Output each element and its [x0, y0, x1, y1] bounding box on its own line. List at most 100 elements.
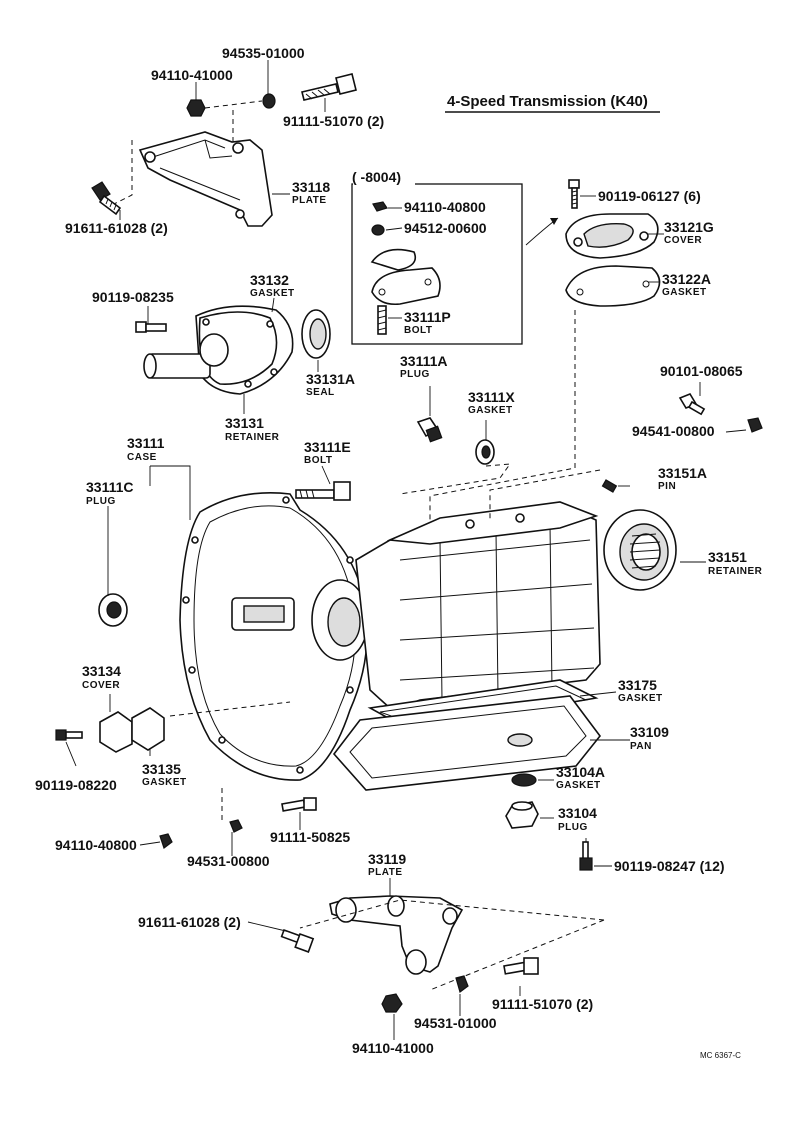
nut-94110-41000-top	[186, 99, 206, 117]
part-name-label: GASKET	[142, 777, 187, 788]
drawing-code: MC 6367-C	[700, 1051, 741, 1060]
part-labels: 94535-01000 94110-41000 91111-51070 (2) …	[35, 45, 763, 1056]
part-number-label: 33109	[630, 724, 669, 740]
bolt-91611-61028-top	[91, 181, 122, 216]
part-name-label: GASKET	[662, 287, 707, 298]
part-number-label: 90119-08220	[35, 777, 117, 793]
bolt-90119-08235	[135, 321, 167, 333]
part-number-label: 94110-40800	[404, 199, 486, 215]
gasket-33104a	[511, 773, 537, 787]
part-number-label: 94535-01000	[222, 45, 305, 61]
part-number-label: 33134	[82, 663, 121, 679]
washer-94541-00800	[747, 417, 763, 433]
part-number-label: 90101-08065	[660, 363, 743, 379]
part-number-label: 33119	[368, 851, 406, 867]
pin-33151a	[601, 479, 618, 493]
part-name-label: PLUG	[558, 822, 588, 833]
part-number-label: 94531-00800	[187, 853, 270, 869]
inset-box: ( -8004)	[351, 169, 523, 345]
part-name-label: COVER	[82, 680, 120, 691]
part-number-label: 33132	[250, 272, 289, 288]
part-name-label: BOLT	[404, 325, 432, 336]
part-name-label: RETAINER	[225, 432, 280, 443]
nut-94110-40800-bottom	[159, 833, 173, 849]
part-name-label: PLATE	[292, 195, 327, 206]
top-gasket-part	[565, 265, 661, 307]
bolt-90119-06127	[568, 179, 580, 209]
part-number-label: 94110-41000	[352, 1040, 434, 1056]
part-number-label: 33111E	[304, 439, 351, 455]
plug-33104	[505, 801, 539, 829]
leader-lines	[65, 60, 747, 1040]
bolt-90101-08065	[678, 393, 706, 416]
gasket-33111x	[475, 439, 495, 465]
bolt-33111e	[295, 481, 351, 501]
part-number-label: 91111-51070 (2)	[283, 113, 384, 129]
part-number-label: 94110-40800	[55, 837, 137, 853]
part-number-label: 33131A	[306, 371, 355, 387]
bolt-91111-51070-top	[301, 73, 357, 101]
washer-94531-01000	[455, 975, 469, 994]
plug-33111a	[416, 417, 443, 443]
part-number-label: 33111X	[468, 389, 515, 405]
part-name-label: GASKET	[468, 405, 513, 416]
inset-label: ( -8004)	[352, 169, 401, 185]
part-number-label: 94541-00800	[632, 423, 715, 439]
transmission-case-part	[179, 492, 601, 781]
diagram-title: 4-Speed Transmission (K40)	[447, 93, 648, 110]
part-name-label: PLUG	[86, 496, 116, 507]
part-number-label: 90119-08247 (12)	[614, 858, 725, 874]
top-cover-part	[565, 213, 659, 259]
part-name-label: GASKET	[556, 780, 601, 791]
bolt-90119-08220	[55, 729, 83, 741]
part-number-label: 91611-61028 (2)	[138, 914, 241, 930]
part-number-label: 33151	[708, 549, 747, 565]
nut-94110-41000-bottom	[381, 993, 403, 1013]
part-number-label: 33118	[292, 179, 330, 195]
bolt-91611-61028-bottom	[280, 928, 315, 953]
bolt-91111-50825	[281, 797, 317, 812]
part-number-label: 91611-61028 (2)	[65, 220, 168, 236]
lower-plate-part	[329, 895, 464, 975]
part-number-label: 94512-00600	[404, 220, 487, 236]
part-number-label: 91111-51070 (2)	[492, 996, 593, 1012]
part-number-label: 91111-50825	[270, 829, 350, 845]
part-number-label: 90119-06127 (6)	[598, 188, 701, 204]
part-number-label: 33121G	[664, 219, 714, 235]
part-name-label: GASKET	[250, 288, 295, 299]
rear-retainer-part	[603, 509, 677, 591]
part-name-label: GASKET	[618, 693, 663, 704]
part-name-label: SEAL	[306, 387, 335, 398]
part-number-label: 90119-08235	[92, 289, 174, 305]
part-number-label: 33131	[225, 415, 264, 431]
part-number-label: 33122A	[662, 271, 711, 287]
part-name-label: CASE	[127, 452, 157, 463]
part-name-label: RETAINER	[708, 566, 763, 577]
side-cover-part	[99, 707, 165, 753]
part-number-label: 33175	[618, 677, 657, 693]
front-retainer-part	[143, 305, 294, 395]
front-seal-part	[301, 309, 331, 359]
part-number-label: 33135	[142, 761, 181, 777]
part-number-label: 33151A	[658, 465, 707, 481]
part-number-label: 33111A	[400, 353, 448, 369]
part-name-label: PAN	[630, 741, 652, 752]
part-name-label: BOLT	[304, 455, 332, 466]
plug-33111c	[98, 593, 128, 627]
part-number-label: 94531-01000	[414, 1015, 497, 1031]
bolt-90119-08247	[579, 841, 593, 871]
part-number-label: 33104	[558, 805, 597, 821]
part-name-label: PLUG	[400, 369, 430, 380]
part-number-label: 33111	[127, 435, 165, 451]
part-name-label: COVER	[664, 235, 702, 246]
part-name-label: PIN	[658, 481, 676, 492]
part-number-label: 33111P	[404, 309, 451, 325]
part-number-label: 33104A	[556, 764, 605, 780]
washer-94535-01000	[262, 93, 276, 109]
part-name-label: PLATE	[368, 867, 403, 878]
part-number-label: 94110-41000	[151, 67, 233, 83]
upper-plate-part	[138, 131, 273, 227]
washer-94531-00800	[229, 819, 243, 833]
assembly-lines	[113, 100, 605, 991]
